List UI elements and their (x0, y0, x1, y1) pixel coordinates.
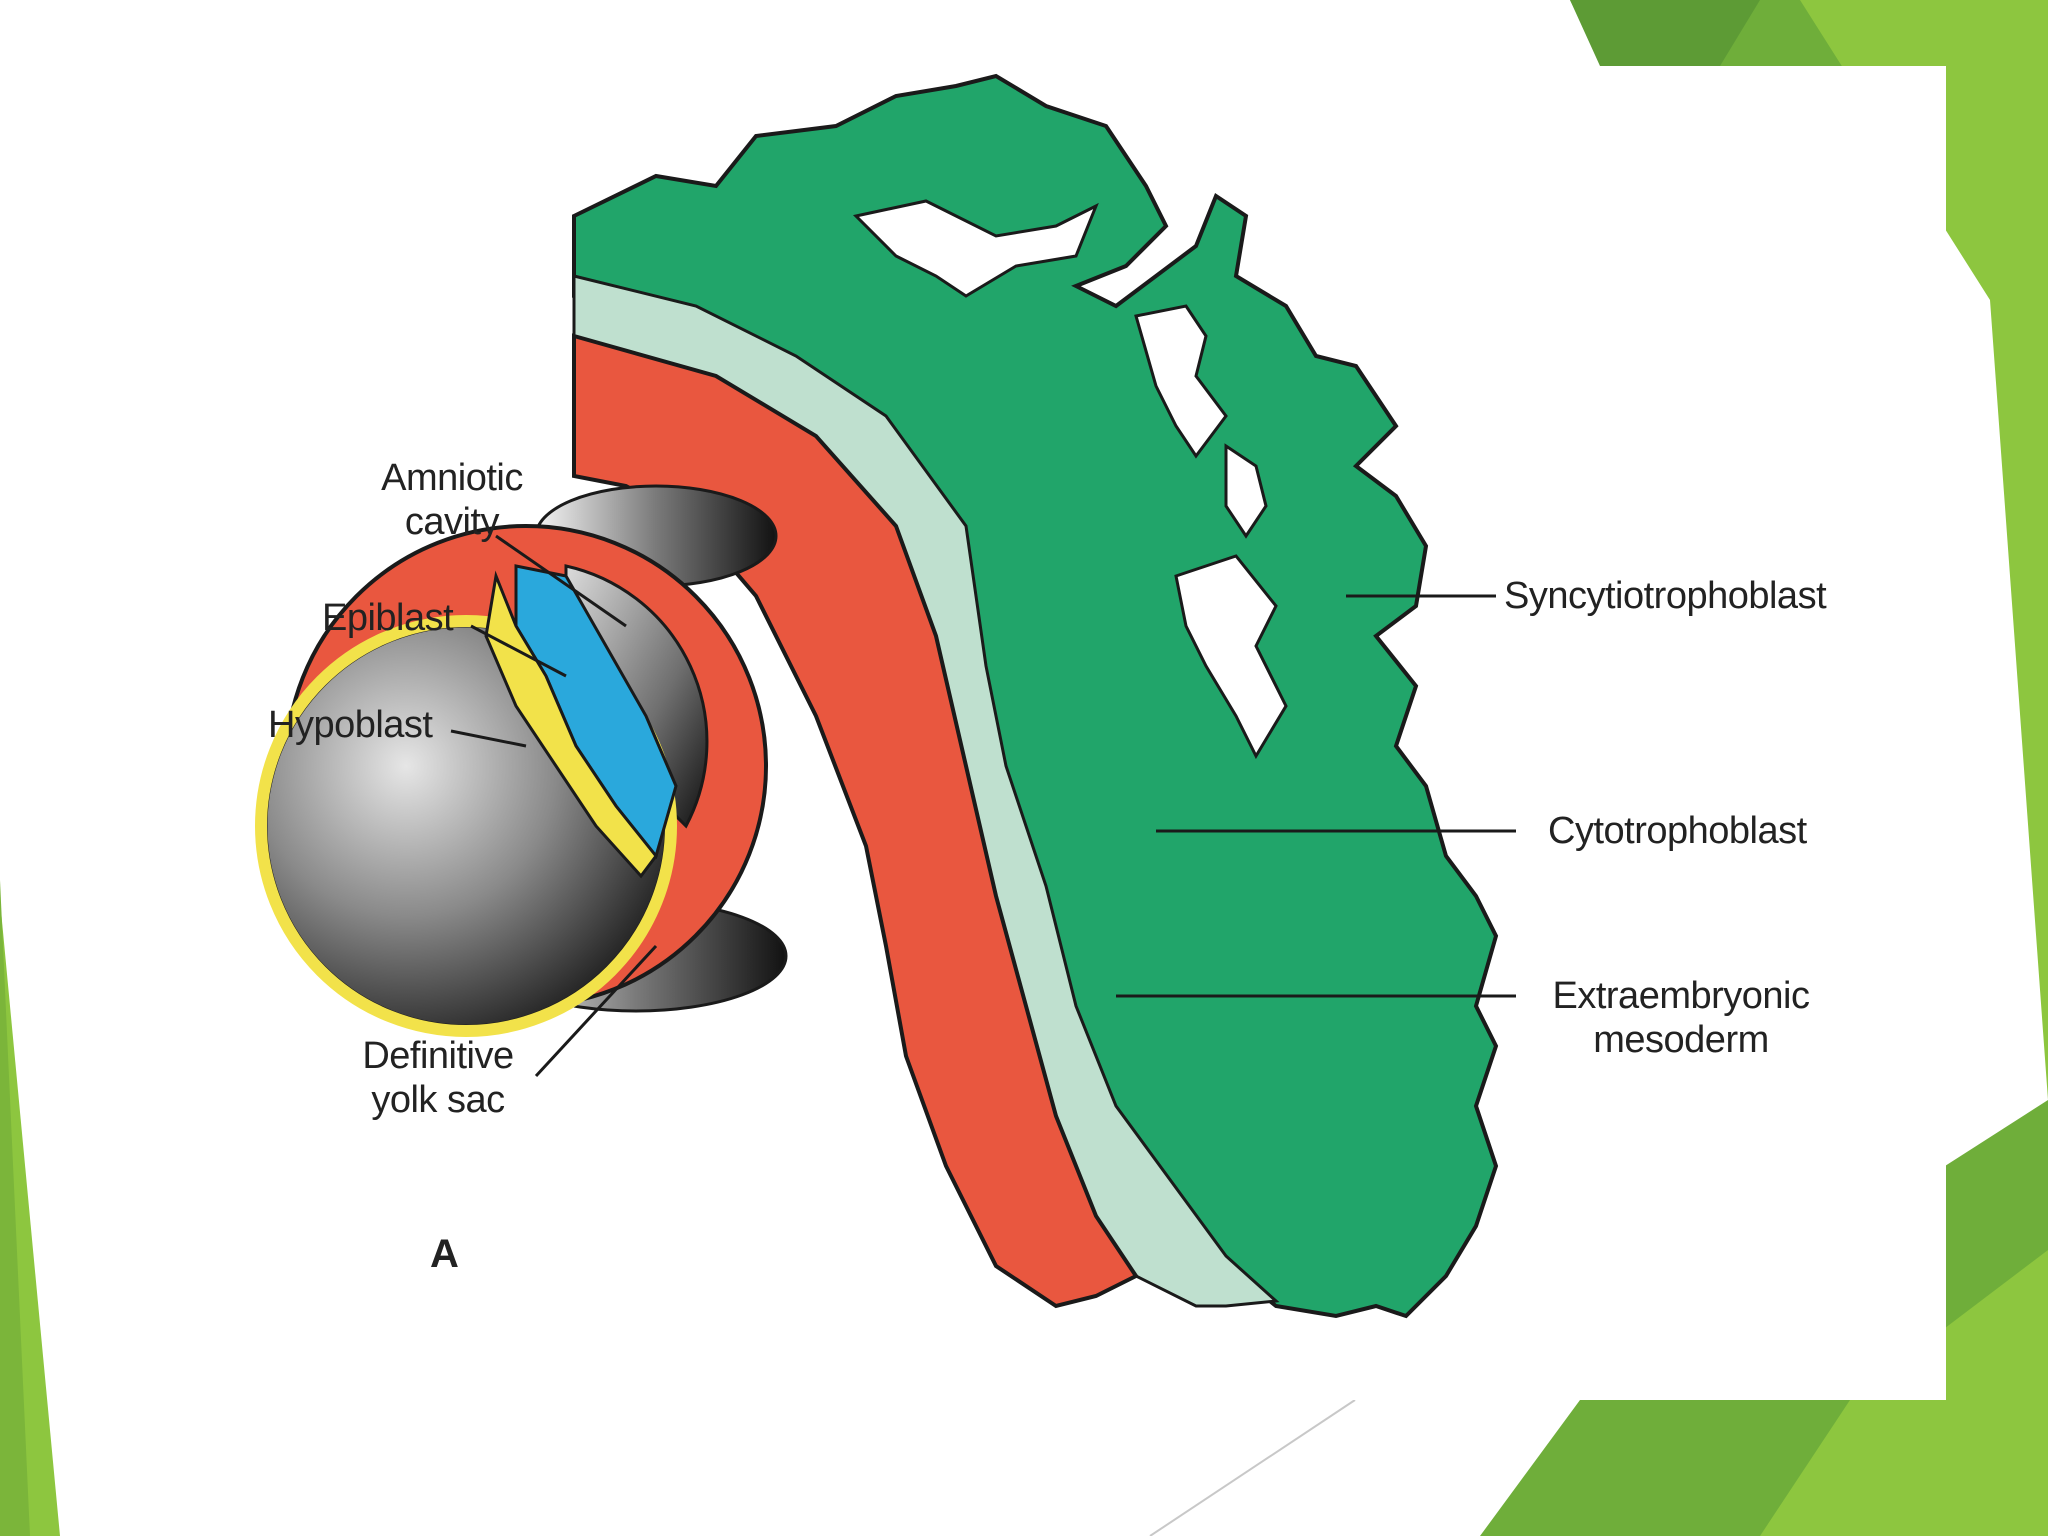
leader-amniotic-cavity (495, 534, 627, 628)
label-definitive-yolk-sac-line2: yolk sac (371, 1079, 505, 1121)
lacuna (852, 199, 1099, 298)
label-syncytiotrophoblast: Syncytiotrophoblast (1504, 575, 1827, 617)
label-extraembryonic-mesoderm-line2: mesoderm (1593, 1019, 1769, 1061)
leader-hypoblast (450, 729, 527, 748)
leader-epiblast (470, 624, 567, 678)
top-right-green-accent-dark (1570, 0, 1760, 66)
label-hypoblast: Hypoblast (268, 704, 433, 746)
lacuna (1134, 304, 1228, 459)
extraembryonic-mesoderm-layer (572, 333, 1139, 1309)
label-cytotrophoblast: Cytotrophoblast (1548, 810, 1807, 852)
hypoblast-lining (255, 615, 677, 1037)
label-amniotic-cavity: Amniotic cavity (372, 456, 532, 544)
embryo-diagram (255, 73, 1516, 1319)
decorative-line (1149, 1399, 1356, 1536)
lacuna (1224, 443, 1268, 539)
panel-letter: A (430, 1232, 459, 1276)
hypoblast-band (484, 570, 658, 879)
leader-definitive-yolk-sac (534, 944, 658, 1078)
label-definitive-yolk-sac-line1: Definitive (362, 1035, 514, 1077)
label-amniotic-cavity-line2: cavity (404, 501, 500, 543)
label-extraembryonic-mesoderm: Extraembryonic mesoderm (1536, 974, 1826, 1062)
label-epiblast: Epiblast (322, 597, 454, 639)
label-extraembryonic-mesoderm-line1: Extraembryonic (1552, 975, 1810, 1017)
label-amniotic-cavity-line1: Amniotic (381, 457, 523, 499)
amniotic-cavity-shape (564, 564, 709, 829)
figure-panel: Amniotic cavity Epiblast Hypoblast Defin… (96, 66, 1946, 1400)
left-green-accent-edge (0, 880, 30, 1536)
lacuna (1174, 554, 1288, 760)
label-definitive-yolk-sac: Definitive yolk sac (348, 1034, 528, 1122)
top-right-green-accent-light (1800, 0, 2048, 1100)
